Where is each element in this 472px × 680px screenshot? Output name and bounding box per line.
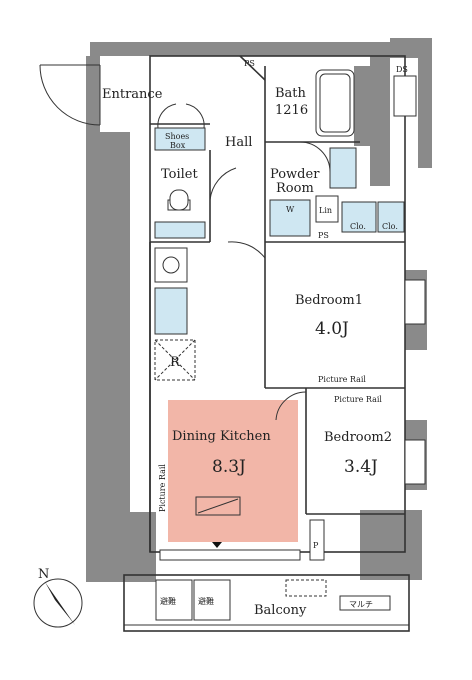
lin-label: Lin: [319, 206, 332, 215]
evac-hatch-1: [155, 579, 193, 621]
r-label: R: [170, 355, 181, 370]
bedroom2-size-label: 3.4J: [344, 457, 378, 477]
bed2-door: [275, 391, 307, 421]
powder-room-label-1: Powder: [270, 167, 320, 182]
bath-size-label: 1216: [275, 103, 308, 118]
bedroom2-label: Bedroom2: [324, 430, 392, 445]
multi-box: [339, 595, 391, 611]
closet-2: [377, 201, 405, 233]
floor-heating-mark: [195, 496, 241, 516]
powder-room-label-2: Room: [276, 181, 314, 196]
toilet-door: [209, 167, 237, 201]
dk-window: [159, 549, 301, 561]
stove: [154, 247, 188, 283]
refrigerator-cross-1: [154, 339, 196, 381]
ps-mid-label: PS: [318, 231, 329, 240]
stove-burner: [162, 256, 180, 274]
balcony-label: Balcony: [254, 603, 307, 618]
clo-label-2: Clo.: [382, 222, 398, 231]
wall-left-long: [86, 132, 130, 512]
exterior-walls: [86, 38, 432, 582]
wall-top: [90, 42, 390, 56]
north-arrow: [33, 578, 83, 628]
w-label: W: [286, 205, 295, 214]
wall-bottom-left: [86, 512, 156, 582]
ac-unit: [285, 579, 327, 597]
toilet-sink: [154, 221, 206, 239]
bed1-door: [227, 241, 266, 259]
dining-kitchen-size-label: 8.3J: [212, 457, 246, 477]
washer: [269, 199, 311, 237]
picture-rail-vertical-label: Picture Rail: [158, 464, 167, 512]
ps-top-label: PS: [244, 59, 255, 68]
bath-door: [299, 141, 331, 173]
refrigerator-cross-2: [154, 339, 196, 381]
wall-bath-right: [354, 66, 370, 146]
wall-left-entrance: [86, 56, 100, 132]
hall-label: Hall: [225, 135, 252, 150]
linen-closet: [315, 195, 339, 223]
fixtures: [154, 69, 417, 561]
floor-heating-mark-diag: [197, 498, 239, 514]
ps-wall: [239, 55, 266, 81]
closet-1: [341, 201, 377, 233]
dining-kitchen-label: Dining Kitchen: [172, 429, 271, 444]
compass-needle: [45, 582, 75, 625]
balcony: [123, 574, 410, 632]
interior-doors: [157, 103, 331, 421]
bed2-window: [404, 439, 426, 485]
toilet-label: Toilet: [161, 167, 198, 182]
evac-label-1: 避難: [160, 596, 176, 606]
entrance-label: Entrance: [102, 87, 163, 102]
shoes-box-label-1: Shoes: [165, 132, 189, 141]
ds-label: DS: [396, 65, 408, 74]
north-label: N: [38, 567, 49, 582]
picture-rail-label-2: Picture Rail: [334, 395, 382, 404]
evac-label-2: 避難: [198, 596, 214, 606]
bed1-window: [404, 279, 426, 325]
balcony-outline: [123, 574, 410, 632]
shoes-door-left: [157, 103, 177, 129]
multi-label: マルチ: [349, 600, 373, 609]
p-box: [309, 519, 325, 561]
powder-sink: [329, 147, 357, 189]
window-marker: [212, 542, 222, 548]
wall-right-block: [370, 56, 390, 186]
entrance-door: [39, 64, 101, 126]
kitchen-sink: [154, 287, 188, 335]
shoes-box: [154, 127, 206, 151]
wall-right-top: [418, 38, 432, 168]
shoes-box-label-2: Box: [170, 141, 186, 150]
compass-circle: [33, 578, 83, 628]
toilet-bowl: [169, 189, 189, 211]
ds-box: [393, 75, 417, 117]
wall-bottom-right: [360, 510, 422, 580]
shoes-door-right: [185, 103, 205, 129]
windows: [159, 279, 426, 561]
entrance-door-arc: [39, 64, 101, 126]
clo-label-1: Clo.: [350, 222, 366, 231]
bathtub-inner: [319, 73, 351, 133]
bedroom1-label: Bedroom1: [295, 293, 363, 308]
p-label: P: [313, 541, 319, 550]
bath-label: Bath: [275, 86, 307, 101]
picture-rail-label-1: Picture Rail: [318, 375, 366, 384]
evac-hatch-2: [193, 579, 231, 621]
dining-kitchen-area: [168, 400, 298, 542]
bedroom1-size-label: 4.0J: [315, 319, 349, 339]
